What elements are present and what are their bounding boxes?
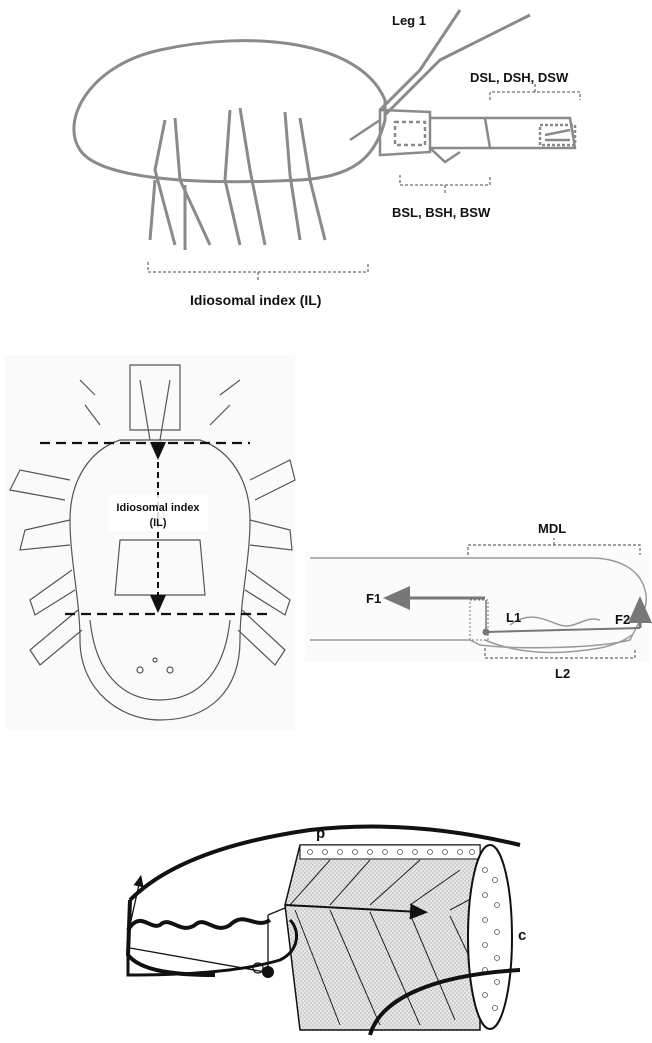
muscle-fibers	[289, 859, 479, 1026]
movable-digit-outline	[126, 918, 299, 977]
p-label: p	[316, 825, 325, 842]
muscle-block	[284, 844, 481, 1031]
jaw-teeth	[126, 917, 272, 932]
basal-bracket	[399, 175, 491, 193]
il-label-line-2: (IL)	[149, 517, 166, 529]
chelicera-outline	[310, 557, 647, 649]
basal-segment-label: BSL, BSH, BSW	[392, 205, 491, 220]
mdl-bracket	[467, 538, 641, 555]
inner-cuticle	[368, 968, 521, 1036]
panel-c-lever-diagram: MDL F1 F2 L1 L2	[305, 521, 652, 681]
movable-digit	[484, 634, 633, 654]
il-label-line-1: Idiosomal index	[116, 502, 200, 514]
lever-arm	[485, 627, 641, 633]
mdl-label: MDL	[538, 521, 566, 536]
leg-1	[378, 9, 531, 117]
f1-label: F1	[366, 591, 381, 606]
f2-label: F2	[615, 612, 630, 627]
chelicera	[349, 108, 577, 164]
apodeme	[284, 903, 428, 920]
distal-segment-label: DSL, DSH, DSW	[470, 70, 569, 85]
pivot-dot	[262, 966, 274, 978]
idiosomal-index-label: Idiosomal index (IL)	[190, 292, 321, 308]
legs	[148, 107, 327, 250]
leg-1-label: Leg 1	[392, 13, 426, 28]
outer-cuticle	[128, 824, 521, 902]
tooth-curve	[509, 616, 601, 627]
gnathosoma	[129, 364, 181, 431]
panel-a-mite-sketch: Leg 1 DSL, DSH, DSW BSL, BSH, BSW Idioso…	[72, 9, 581, 308]
panel-d-muscle-schematic: p c	[125, 824, 526, 1036]
idiosoma-outline	[72, 39, 387, 184]
pivot-point	[482, 628, 490, 636]
l1-label: L1	[506, 610, 521, 625]
p-stripe	[299, 844, 481, 860]
distal-bracket	[489, 84, 581, 100]
l2-bracket	[484, 648, 636, 659]
c-label: c	[518, 927, 526, 944]
panel-b-ventral-view: Idiosomal index (IL)	[5, 355, 296, 730]
idiosomal-bracket	[147, 262, 369, 280]
l2-label: L2	[555, 666, 570, 681]
c-ellipse	[467, 844, 513, 1030]
